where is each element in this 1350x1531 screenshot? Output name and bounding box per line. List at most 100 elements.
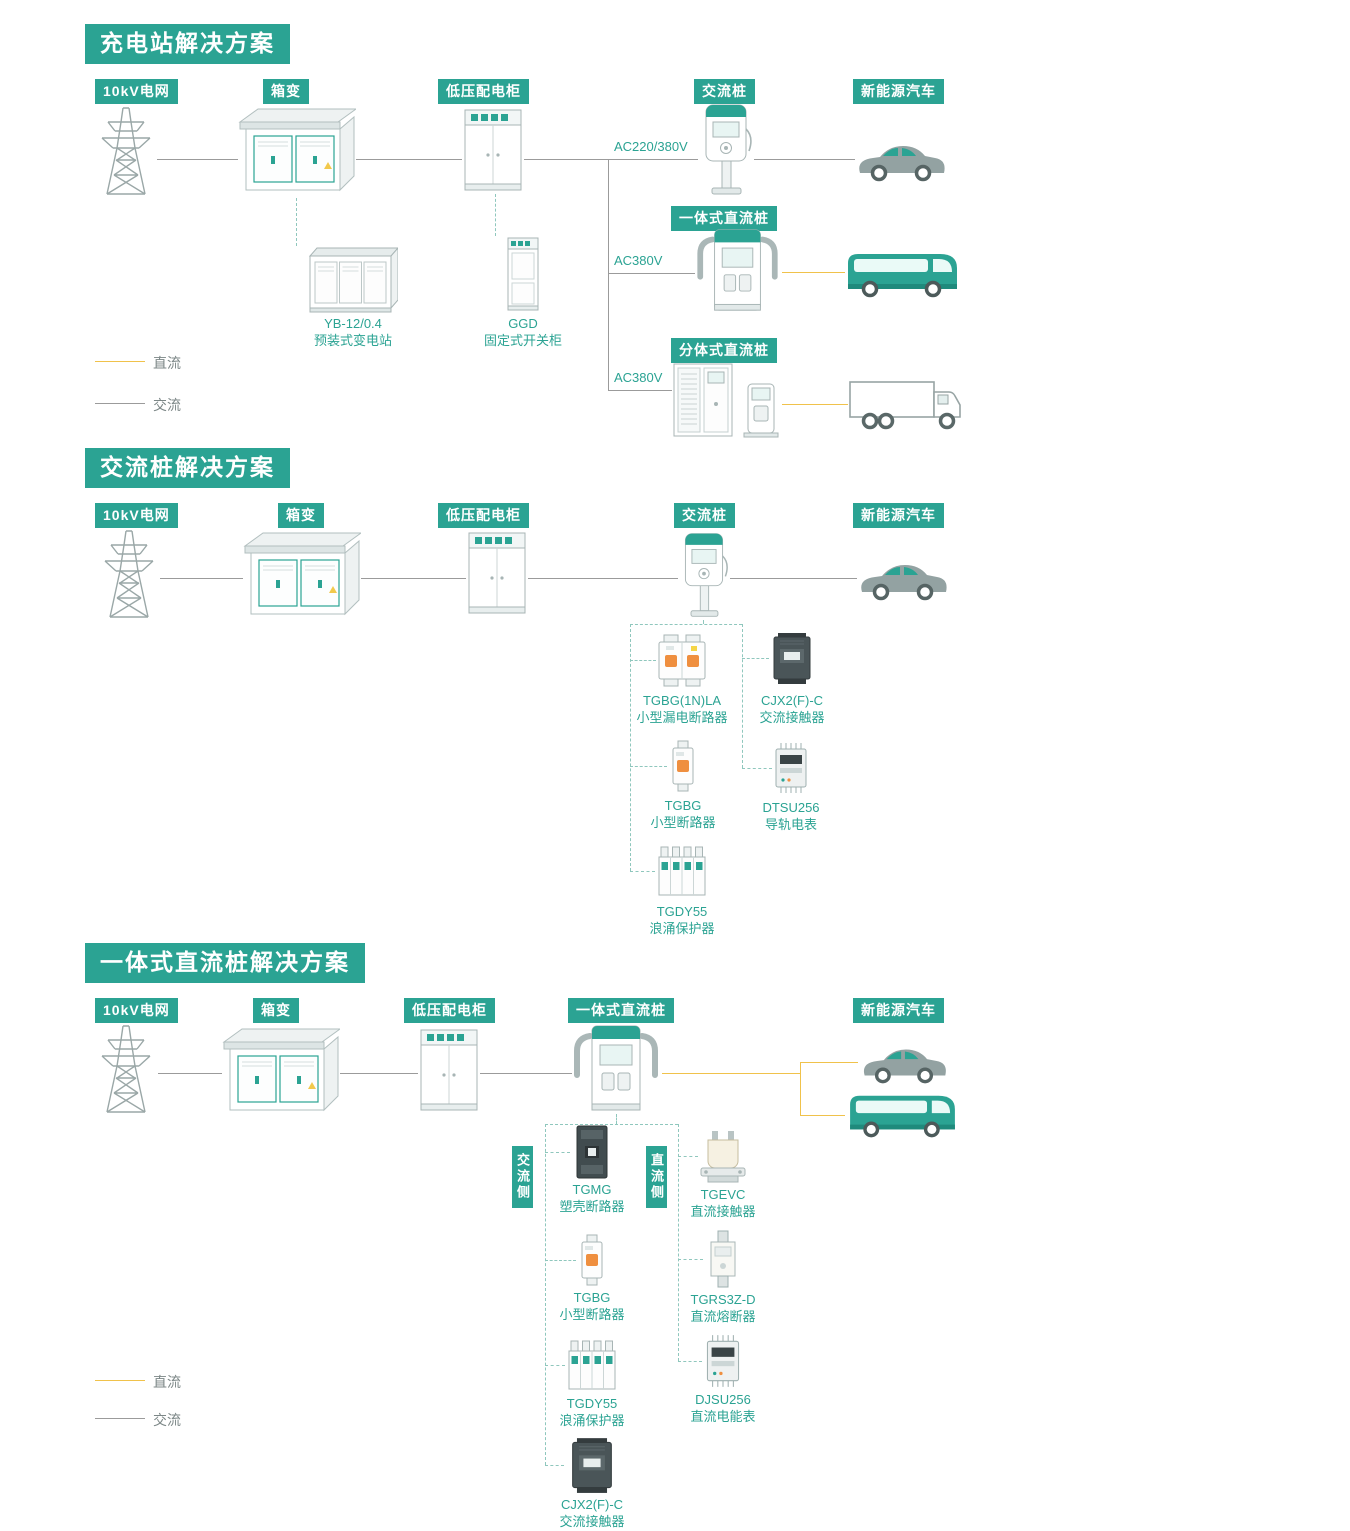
mcb-breaker-icon <box>576 1233 608 1287</box>
s2-transformer-label: 箱变 <box>278 503 324 528</box>
dashed-connector <box>630 624 631 871</box>
s3-dc-pile-label: 一体式直流桩 <box>568 998 674 1023</box>
box-transformer-icon <box>222 1020 340 1117</box>
ac-connector <box>730 578 857 579</box>
ac-connector <box>754 159 855 160</box>
s2-vehicle-label: 新能源汽车 <box>853 503 944 528</box>
product-desc: 直流熔断器 <box>690 1308 756 1324</box>
ac-connector <box>356 159 462 160</box>
ac-connector <box>158 1073 222 1074</box>
dashed-connector <box>630 660 656 661</box>
product-name: CJX2(F)-C <box>760 693 824 708</box>
dc-connector <box>800 1062 858 1063</box>
product-name: GGD <box>508 316 538 331</box>
transmission-tower-icon <box>95 1023 157 1115</box>
s3-lv-cabinet-label: 低压配电柜 <box>404 998 495 1023</box>
dashed-connector <box>678 1361 702 1362</box>
dashed-connector <box>703 620 704 624</box>
s1-ac220-label: AC220/380V <box>614 139 688 154</box>
legend-ac-line <box>95 403 145 404</box>
product-name: TGMG <box>572 1182 612 1197</box>
ac-connector <box>528 578 678 579</box>
ac-connector <box>157 159 238 160</box>
product-desc: 预装式变电站 <box>313 332 392 348</box>
rail-meter-icon <box>772 741 810 795</box>
dashed-connector <box>495 194 496 236</box>
dc-charging-pile-icon <box>695 228 780 314</box>
dashed-connector <box>678 1124 679 1361</box>
dashed-connector <box>545 1465 564 1466</box>
s1-dc-integrated-badge: 一体式直流桩 <box>671 206 777 231</box>
s1-ac-pile-label: 交流桩 <box>694 79 755 104</box>
ggd-switchgear-icon <box>506 236 540 314</box>
cjx2-product-label: CJX2(F)-C 交流接触器 <box>722 693 862 727</box>
ac-side-badge: 交流侧 <box>512 1146 533 1208</box>
cjx2-product-label: CJX2(F)-C 交流接触器 <box>522 1497 662 1531</box>
legend-ac-line <box>95 1418 145 1419</box>
box-transformer-icon <box>238 100 356 197</box>
yb-product-label: YB-12/0.4 预装式变电站 <box>288 316 418 350</box>
product-name: TGBG(1N)LA <box>642 693 721 708</box>
product-name: TGBG <box>573 1290 611 1305</box>
product-desc: 小型断路器 <box>559 1306 625 1322</box>
product-desc: 小型漏电断路器 <box>636 709 728 725</box>
ev-car-icon <box>857 553 949 603</box>
product-name: TGEVC <box>700 1187 746 1202</box>
product-desc: 塑壳断路器 <box>559 1198 625 1214</box>
dashed-connector <box>678 1156 698 1157</box>
section-1-title: 充电站解决方案 <box>85 24 290 64</box>
s1-vehicle-label: 新能源汽车 <box>853 79 944 104</box>
product-desc: 交流接触器 <box>759 709 825 725</box>
s1-ac380-bottom-label: AC380V <box>614 370 663 385</box>
dtsu256-product-label: DTSU256 导轨电表 <box>721 800 861 834</box>
ac-connector <box>524 159 698 160</box>
s1-dc-split-badge: 分体式直流桩 <box>671 338 777 363</box>
ac-charging-pile-icon <box>678 530 730 620</box>
box-transformer-icon <box>243 524 361 621</box>
dashed-connector <box>616 1114 617 1124</box>
rcbo-breaker-icon <box>656 632 708 688</box>
dc-connector-vertical <box>800 1062 801 1115</box>
tgbg1nla-product-label: TGBG(1N)LA 小型漏电断路器 <box>612 693 752 727</box>
product-name: TGRS3Z-D <box>690 1292 756 1307</box>
section-3-title: 一体式直流桩解决方案 <box>85 943 365 983</box>
djsu256-product-label: DJSU256 直流电能表 <box>653 1392 793 1426</box>
tgbg-product-label: TGBG 小型断路器 <box>522 1290 662 1324</box>
ac-connector <box>160 578 243 579</box>
dc-dispenser-icon <box>742 382 780 438</box>
dashed-connector <box>545 1124 678 1125</box>
surge-protector-icon <box>565 1337 619 1393</box>
lv-cabinet-icon <box>462 108 524 193</box>
dashed-connector <box>678 1259 703 1260</box>
surge-protector-icon <box>655 843 709 899</box>
s1-grid-label: 10kV电网 <box>95 79 178 104</box>
product-name: TGBG <box>664 798 702 813</box>
legend-dc-text: 直流 <box>153 355 181 371</box>
tgdy55-product-label: TGDY55 浪涌保护器 <box>522 1396 662 1430</box>
product-name: DJSU256 <box>695 1392 751 1407</box>
product-name: YB-12/0.4 <box>324 316 382 331</box>
ev-car-icon <box>855 134 947 184</box>
ac-connector <box>608 390 672 391</box>
product-desc: 浪涌保护器 <box>649 920 715 936</box>
dashed-connector <box>545 1124 546 1465</box>
split-dc-cabinet-icon <box>672 362 734 438</box>
truck-icon <box>848 378 966 433</box>
legend-dc-line <box>95 1380 145 1381</box>
legend-ac-text: 交流 <box>153 397 181 413</box>
s2-grid-label: 10kV电网 <box>95 503 178 528</box>
s1-lv-cabinet-label: 低压配电柜 <box>438 79 529 104</box>
product-desc: 直流接触器 <box>690 1203 756 1219</box>
legend-dc-text: 直流 <box>153 1374 181 1390</box>
transmission-tower-icon <box>95 105 157 197</box>
section-2-title: 交流桩解决方案 <box>85 448 290 488</box>
tgrs3zd-product-label: TGRS3Z-D 直流熔断器 <box>653 1292 793 1326</box>
dashed-connector <box>630 871 655 872</box>
dc-side-badge: 直流侧 <box>646 1146 667 1208</box>
product-desc: 直流电能表 <box>690 1408 756 1424</box>
tgevc-product-label: TGEVC 直流接触器 <box>653 1187 793 1221</box>
product-desc: 交流接触器 <box>559 1513 625 1529</box>
s1-transformer-label: 箱变 <box>263 79 309 104</box>
product-desc: 浪涌保护器 <box>559 1412 625 1428</box>
